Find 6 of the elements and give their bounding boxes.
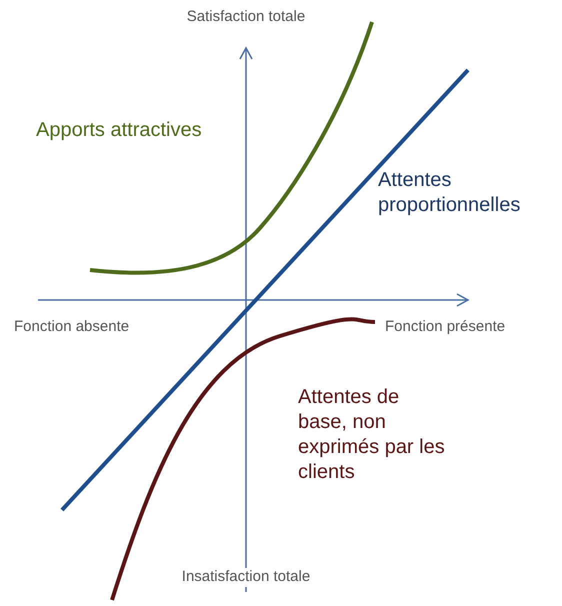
- curve-label: Attentes proportionnelles: [378, 168, 522, 218]
- axis-label: Satisfaction totale: [186, 8, 306, 27]
- axis-label: Fonction présente: [385, 318, 506, 337]
- axis-label: Fonction absente: [14, 318, 130, 337]
- curve-label: Apports attractives: [36, 118, 203, 143]
- curve-label: Attentes de base, non exprimés par les clients: [298, 385, 446, 485]
